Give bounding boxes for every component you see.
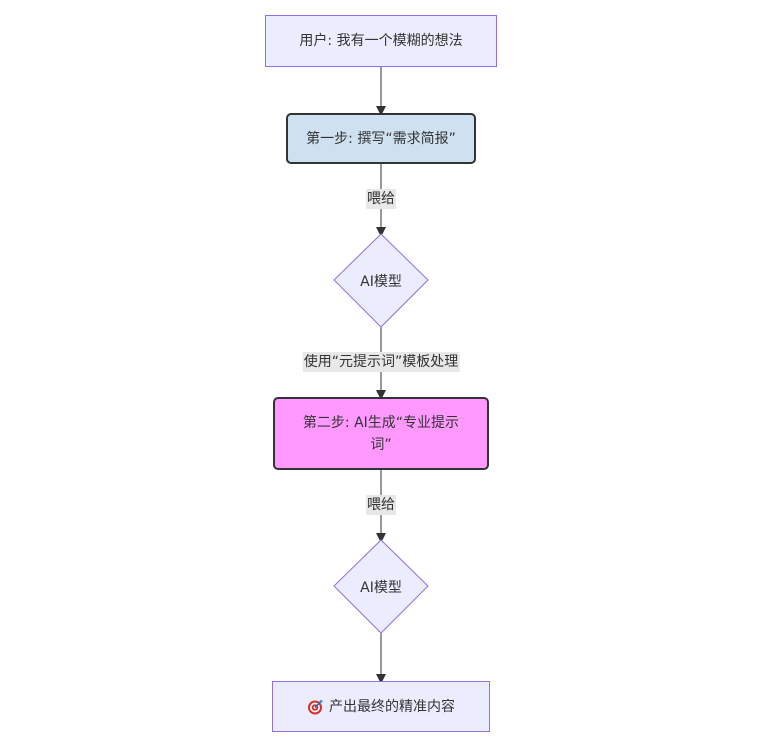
node-final-result-label: 产出最终的精准内容	[329, 698, 455, 715]
node-user-idea-label: 用户: 我有一个模糊的想法	[299, 33, 463, 49]
edge-label-feed-2: 喂给	[366, 495, 396, 515]
target-dart-icon	[308, 699, 323, 714]
node-step1-write-brief[interactable]: 第一步: 撰写“需求简报”	[286, 113, 476, 164]
node-step1-label: 第一步: 撰写“需求简报”	[306, 130, 456, 147]
diamond-ai-model-2[interactable]	[333, 539, 429, 634]
node-ai-model-1: AI模型	[334, 234, 428, 327]
edge-label-feed-1: 喂给	[366, 189, 396, 209]
edge-label-meta-prompt: 使用“元提示词”模板处理	[302, 352, 460, 372]
node-ai-model-2-label: AI模型	[360, 579, 402, 596]
diamond-ai-model-1[interactable]	[333, 233, 429, 328]
node-step2-label: 第二步: AI生成“专业提示词”	[302, 414, 460, 453]
node-ai-model-1-label: AI模型	[360, 273, 402, 290]
node-step2-ai-generate-prompt[interactable]: 第二步: AI生成“专业提示词”	[273, 397, 489, 470]
node-user-idea[interactable]: 用户: 我有一个模糊的想法	[265, 15, 497, 67]
node-ai-model-2: AI模型	[334, 540, 428, 633]
node-final-result[interactable]: 产出最终的精准内容	[272, 681, 490, 732]
